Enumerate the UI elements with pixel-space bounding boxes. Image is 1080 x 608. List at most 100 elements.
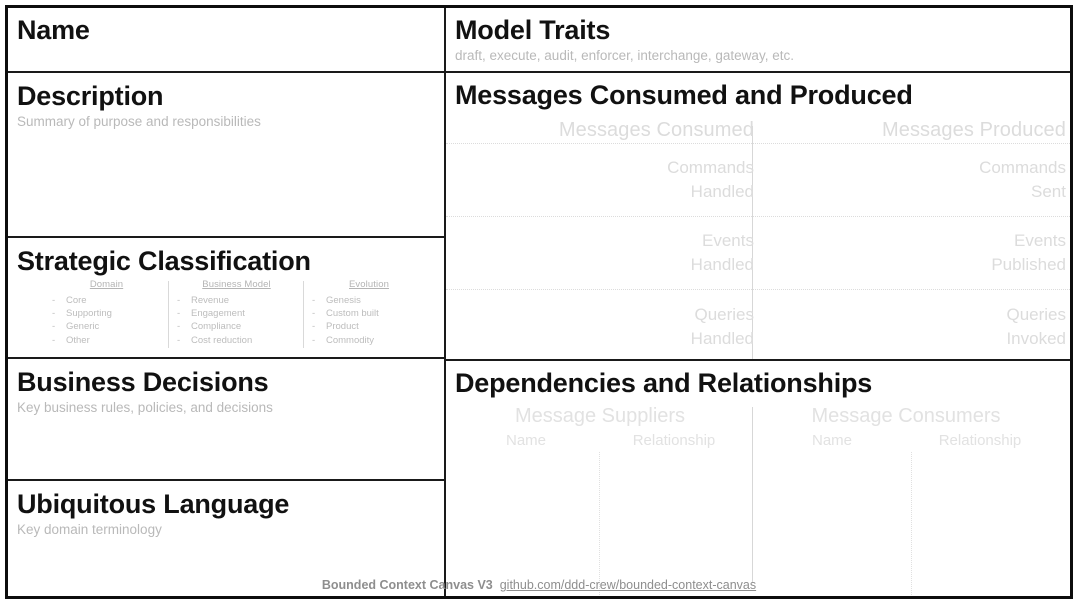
messages-column-divider bbox=[752, 126, 753, 359]
strategic-option[interactable]: - Cost reduction bbox=[169, 334, 304, 347]
section-messages-title: Messages Consumed and Produced bbox=[455, 80, 913, 110]
strategic-option-label: Other bbox=[66, 334, 90, 346]
divider-description-strategic bbox=[8, 236, 444, 238]
divider-strategic-business bbox=[8, 357, 444, 359]
messages-cell-line2: Sent bbox=[1031, 182, 1066, 201]
section-ubiquitous-language[interactable]: Ubiquitous Language Key domain terminolo… bbox=[8, 481, 444, 596]
strategic-option-label: Custom built bbox=[326, 308, 379, 320]
messages-produced-commands[interactable]: Commands Sent bbox=[766, 156, 1066, 204]
messages-row-separator bbox=[446, 143, 1070, 144]
messages-cell-line2: Handled bbox=[690, 329, 754, 348]
bullet-dash: - bbox=[177, 295, 181, 306]
section-model-traits-title: Model Traits bbox=[455, 15, 611, 45]
footer-link[interactable]: github.com/ddd-crew/bounded-context-canv… bbox=[499, 578, 757, 592]
strategic-option[interactable]: - Genesis bbox=[304, 294, 434, 307]
strategic-option[interactable]: - Other bbox=[44, 334, 169, 347]
strategic-column-evolution: Evolution - Genesis - Custom built - Pro… bbox=[304, 279, 434, 347]
dependencies-suppliers-column-divider bbox=[599, 452, 600, 595]
messages-produced-queries[interactable]: Queries Invoked bbox=[766, 303, 1066, 351]
dependencies-suppliers-name-label: Name bbox=[505, 432, 546, 449]
strategic-option-label: Product bbox=[326, 321, 359, 333]
section-name[interactable]: Name bbox=[8, 8, 444, 71]
section-name-title: Name bbox=[17, 15, 90, 45]
strategic-column-domain-header: Domain bbox=[89, 279, 124, 290]
strategic-option[interactable]: - Compliance bbox=[169, 320, 304, 333]
messages-consumed-commands[interactable]: Commands Handled bbox=[454, 156, 754, 204]
divider-business-ubiquitous bbox=[8, 479, 444, 481]
section-messages[interactable]: Messages Consumed and Produced Messages … bbox=[446, 73, 1070, 359]
section-description-hint: Summary of purpose and responsibilities bbox=[17, 114, 261, 130]
messages-cell-line2: Invoked bbox=[1006, 329, 1066, 348]
bullet-dash: - bbox=[52, 321, 56, 333]
messages-cell-line1: Events bbox=[702, 231, 754, 250]
messages-consumed-header: Messages Consumed bbox=[558, 119, 754, 141]
messages-cell-line1: Events bbox=[1014, 231, 1066, 250]
strategic-column-divider bbox=[303, 281, 304, 348]
messages-produced-header: Messages Produced bbox=[881, 119, 1066, 141]
strategic-option-label: Supporting bbox=[66, 308, 112, 320]
strategic-column-divider bbox=[168, 281, 169, 348]
messages-consumed-events[interactable]: Events Handled bbox=[454, 229, 754, 277]
dependencies-suppliers-header: Message Suppliers bbox=[514, 405, 686, 427]
section-ubiquitous-language-title: Ubiquitous Language bbox=[17, 489, 290, 519]
messages-grid: Messages Consumed Commands Handled Event… bbox=[446, 119, 1070, 359]
section-business-decisions[interactable]: Business Decisions Key business rules, p… bbox=[8, 359, 444, 479]
dependencies-consumers-relationship-label: Relationship bbox=[938, 432, 1022, 449]
bullet-dash: - bbox=[312, 308, 316, 320]
bullet-dash: - bbox=[177, 334, 181, 346]
section-model-traits[interactable]: Model Traits draft, execute, audit, enfo… bbox=[446, 8, 1070, 71]
dependencies-grid: Message Suppliers Name Relationship Mess… bbox=[446, 405, 1070, 596]
section-description[interactable]: Description Summary of purpose and respo… bbox=[8, 73, 444, 236]
divider-name-description bbox=[8, 71, 444, 73]
strategic-option-label: Revenue bbox=[191, 295, 230, 306]
section-business-decisions-title: Business Decisions bbox=[17, 367, 269, 397]
messages-cell-line2: Handled bbox=[690, 182, 754, 201]
strategic-option-label: Commodity bbox=[326, 334, 375, 346]
messages-cell-line1: Commands bbox=[667, 158, 754, 177]
section-strategic-classification[interactable]: Strategic Classification Domain - Core -… bbox=[8, 238, 444, 357]
messages-consumed-queries[interactable]: Queries Handled bbox=[454, 303, 754, 351]
section-ubiquitous-language-hint: Key domain terminology bbox=[17, 522, 162, 538]
divider-left-right-columns bbox=[444, 8, 446, 596]
strategic-option[interactable]: - Commodity bbox=[304, 334, 434, 347]
messages-produced-events[interactable]: Events Published bbox=[766, 229, 1066, 277]
strategic-classification-columns: Domain - Core - Supporting - Generic - O… bbox=[44, 279, 438, 348]
footer: Bounded Context Canvas V3 github.com/ddd… bbox=[8, 578, 1070, 592]
messages-cell-line1: Queries bbox=[1006, 305, 1066, 324]
messages-consumed-column: Messages Consumed Commands Handled Event… bbox=[454, 119, 754, 359]
footer-brand: Bounded Context Canvas V3 bbox=[321, 578, 493, 592]
bullet-dash: - bbox=[52, 334, 56, 346]
strategic-option-label: Genesis bbox=[326, 295, 361, 306]
messages-cell-line1: Commands bbox=[979, 158, 1066, 177]
divider-modeltraits-messages bbox=[446, 71, 1070, 73]
section-description-title: Description bbox=[17, 81, 164, 111]
strategic-option-label: Engagement bbox=[191, 308, 245, 320]
bounded-context-canvas: Name Description Summary of purpose and … bbox=[5, 5, 1073, 599]
strategic-option[interactable]: - Generic bbox=[44, 320, 169, 333]
strategic-option-label: Core bbox=[66, 295, 87, 306]
messages-cell-line1: Queries bbox=[694, 305, 754, 324]
messages-row-separator bbox=[446, 289, 1070, 290]
bullet-dash: - bbox=[177, 308, 181, 320]
strategic-column-evolution-header: Evolution bbox=[349, 279, 389, 290]
section-dependencies[interactable]: Dependencies and Relationships Message S… bbox=[446, 361, 1070, 596]
strategic-option[interactable]: - Engagement bbox=[169, 307, 304, 320]
dependencies-suppliers-relationship-label: Relationship bbox=[632, 432, 716, 449]
messages-cell-line2: Handled bbox=[690, 255, 754, 274]
bullet-dash: - bbox=[312, 321, 316, 333]
strategic-option-label: Generic bbox=[66, 321, 100, 333]
bullet-dash: - bbox=[177, 321, 181, 333]
bullet-dash: - bbox=[312, 295, 316, 306]
strategic-option[interactable]: - Product bbox=[304, 320, 434, 333]
strategic-column-domain: Domain - Core - Supporting - Generic - O… bbox=[44, 279, 169, 348]
strategic-option[interactable]: - Supporting bbox=[44, 307, 169, 320]
strategic-option[interactable]: - Revenue bbox=[169, 294, 304, 307]
strategic-column-business-model-header: Business Model bbox=[202, 279, 271, 290]
strategic-column-business-model: Business Model - Revenue - Engagement - … bbox=[169, 279, 304, 348]
messages-cell-line2: Published bbox=[991, 255, 1066, 274]
strategic-option[interactable]: - Custom built bbox=[304, 307, 434, 320]
bullet-dash: - bbox=[52, 295, 56, 306]
strategic-option[interactable]: - Core bbox=[44, 294, 169, 307]
bullet-dash: - bbox=[312, 334, 316, 346]
section-dependencies-title: Dependencies and Relationships bbox=[455, 368, 873, 398]
